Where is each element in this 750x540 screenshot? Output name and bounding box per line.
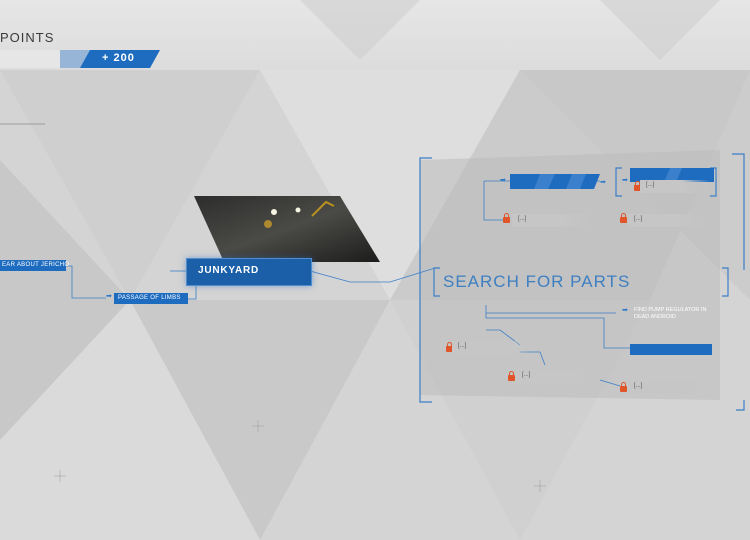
find-pump-label: FIND PUMP REGULATOR IN DEAD ANDROID xyxy=(634,307,707,320)
node-passage-of-limbs[interactable] xyxy=(114,292,194,306)
locked-node[interactable]: [...] xyxy=(516,370,596,383)
locked-node[interactable]: [...] xyxy=(512,214,592,227)
junkyard-thumbnail xyxy=(194,196,380,262)
find-pump-node[interactable] xyxy=(630,344,712,355)
locked-label: [...] xyxy=(634,383,643,389)
locked-label: [...] xyxy=(458,343,467,349)
locked-node[interactable]: [...] xyxy=(628,381,708,394)
node-jericho[interactable] xyxy=(0,258,70,274)
node-jericho-label: EAR ABOUT JERICHO xyxy=(2,262,70,268)
node-passage-label: PASSAGE OF LIMBS xyxy=(118,295,181,301)
arrow-icon: ➡ xyxy=(622,307,628,314)
unlocked-node-1[interactable] xyxy=(510,174,600,190)
locked-label: [...] xyxy=(522,372,531,378)
arrow-icon: ➡ xyxy=(500,177,506,184)
points-bar xyxy=(0,50,160,68)
banner-triangles xyxy=(300,0,720,60)
section-title: SEARCH FOR PARTS xyxy=(443,272,631,291)
junkyard-label: JUNKYARD xyxy=(198,265,260,276)
locked-label: [...] xyxy=(518,216,527,222)
lock-icon xyxy=(620,213,627,223)
arrow-icon: ➡ xyxy=(600,179,606,186)
lock-icon xyxy=(508,371,515,381)
lock-icon xyxy=(503,213,510,223)
locked-node[interactable]: [...] xyxy=(452,341,532,354)
lock-icon xyxy=(446,342,453,352)
page-title: POINTS xyxy=(0,30,55,45)
arrow-icon: ➡ xyxy=(106,293,112,300)
lock-icon xyxy=(634,181,641,191)
junkyard-node[interactable] xyxy=(186,258,312,286)
locked-node[interactable]: [...] xyxy=(628,214,708,227)
arrow-icon: ➡ xyxy=(622,177,628,184)
locked-label: [...] xyxy=(646,182,655,188)
locked-node[interactable]: [...] xyxy=(640,180,710,193)
points-value: + 200 xyxy=(102,52,135,64)
locked-label: [...] xyxy=(634,216,643,222)
lock-icon xyxy=(620,382,627,392)
unlocked-node-2[interactable] xyxy=(630,168,714,182)
